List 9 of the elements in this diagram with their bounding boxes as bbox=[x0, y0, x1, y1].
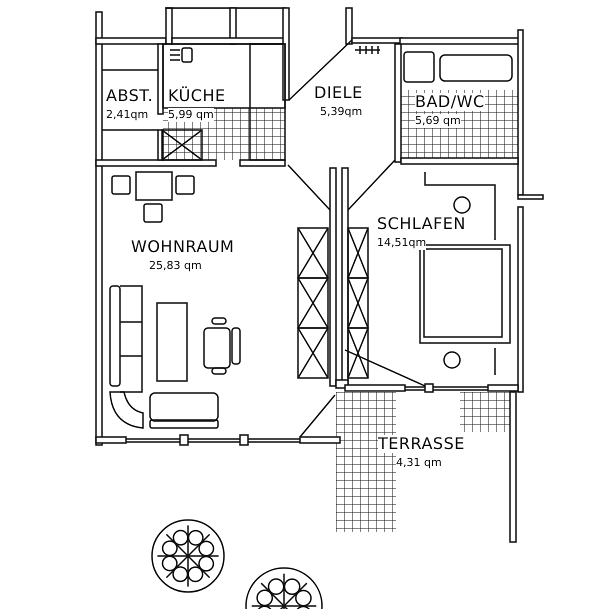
room-area: 14,51qm bbox=[377, 236, 426, 250]
room-area: 4,31 qm bbox=[396, 456, 442, 470]
room-area: 5,99 qm bbox=[168, 108, 214, 122]
room-name: TERRASSE bbox=[378, 435, 465, 453]
room-area: 25,83 qm bbox=[149, 259, 202, 273]
room-name: BAD/WC bbox=[415, 93, 485, 111]
room-area: 5,69 qm bbox=[415, 114, 461, 128]
room-area: 5,39qm bbox=[320, 105, 362, 119]
room-area: 2,41qm bbox=[106, 108, 148, 122]
